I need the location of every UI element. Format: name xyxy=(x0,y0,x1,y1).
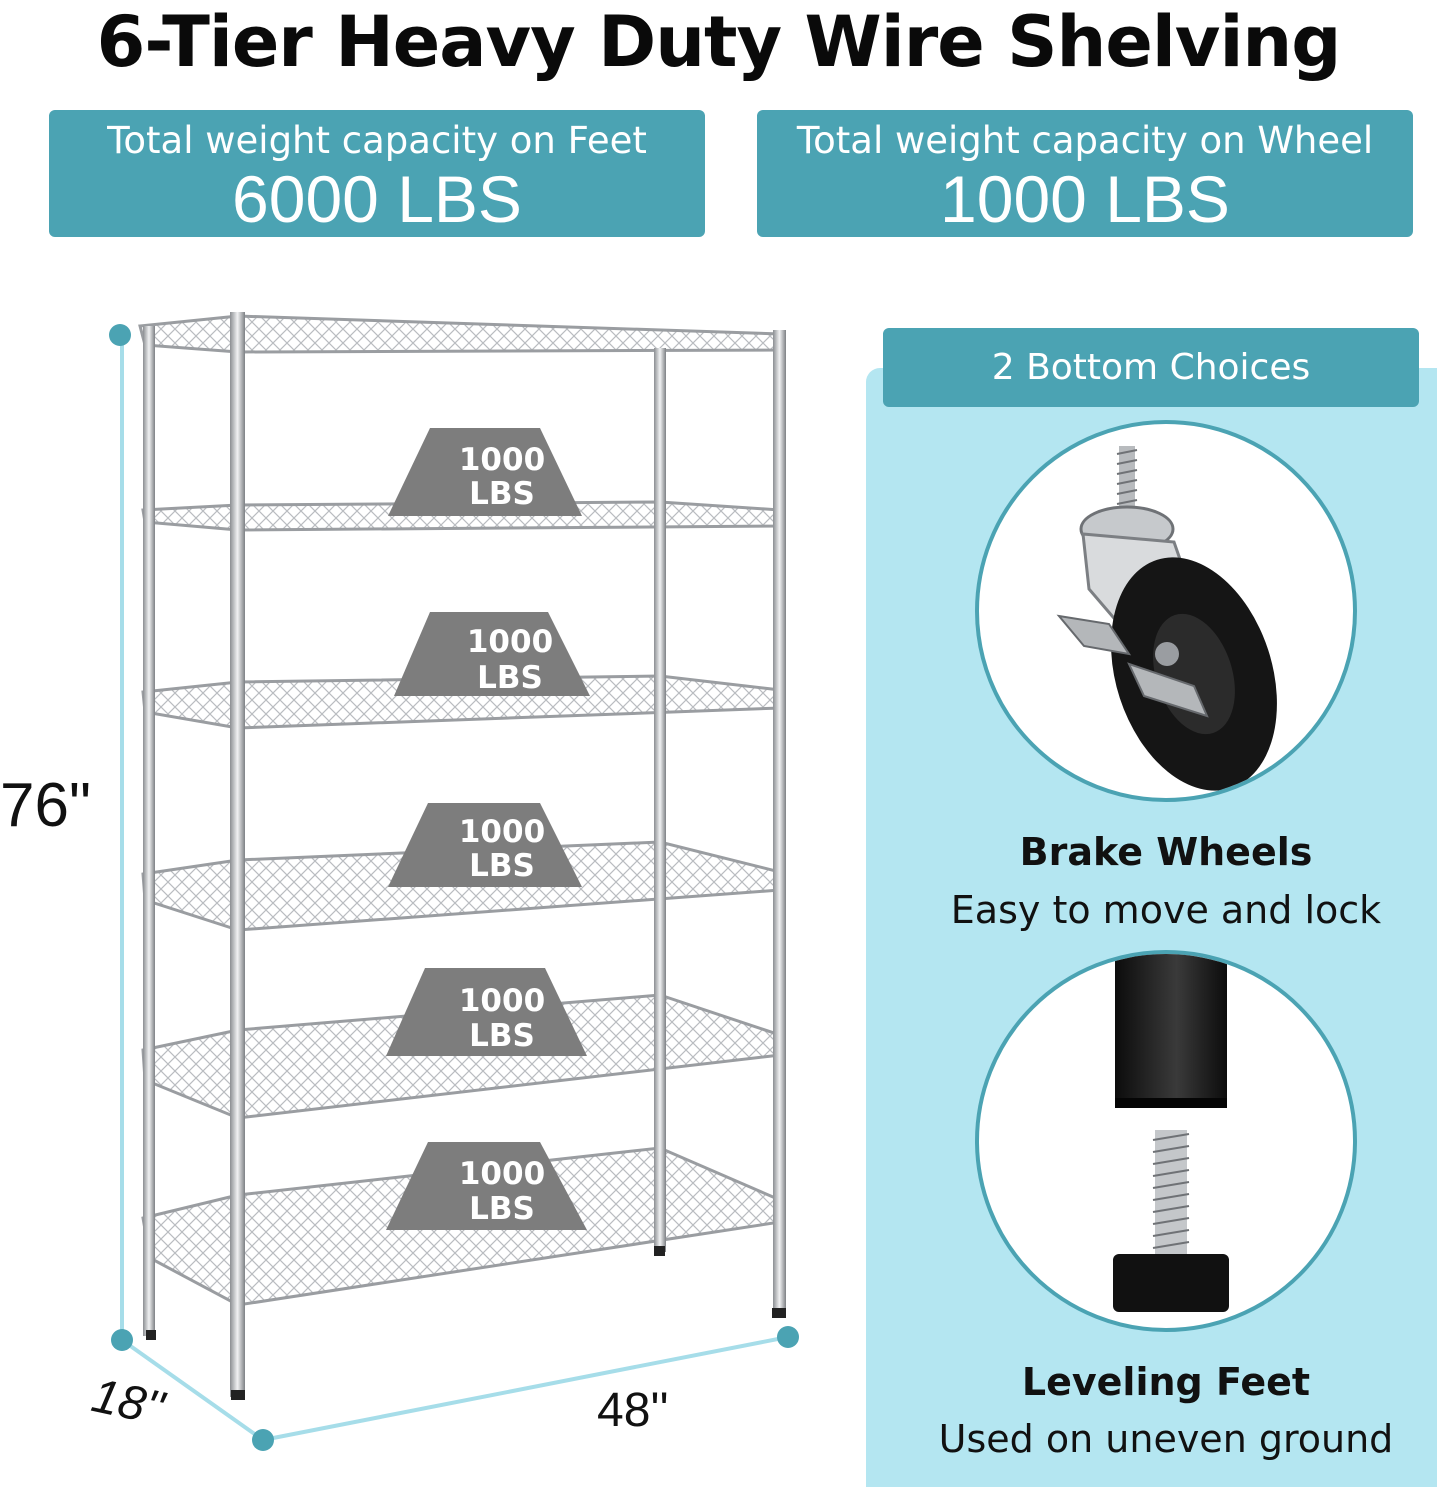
leveling-feet-desc: Used on uneven ground xyxy=(938,1417,1394,1461)
weight-block-5-num: 1000 xyxy=(459,1156,545,1192)
weight-blocks xyxy=(386,428,590,1230)
capacity-wheel-box: Total weight capacity on Wheel 1000 LBS xyxy=(757,110,1413,237)
capacity-wheel-value: 1000 LBS xyxy=(940,162,1230,236)
capacity-wheel-label: Total weight capacity on Wheel xyxy=(796,119,1374,162)
leveling-feet-title: Leveling Feet xyxy=(1021,1360,1311,1404)
capacity-feet-box: Total weight capacity on Feet 6000 LBS xyxy=(49,110,705,237)
weight-block-1-num: 1000 xyxy=(459,442,545,478)
leveling-foot-icon xyxy=(975,950,1357,1332)
brake-wheels-title: Brake Wheels xyxy=(1019,830,1313,874)
width-dimension: 48'' xyxy=(597,1384,669,1437)
page-title: 6-Tier Heavy Duty Wire Shelving xyxy=(96,1,1342,83)
capacity-feet-label: Total weight capacity on Feet xyxy=(107,119,647,162)
weight-block-5-unit: LBS xyxy=(469,1191,535,1227)
weight-block-4-unit: LBS xyxy=(469,1018,535,1054)
shelving-unit-illustration: 1000 LBS 1000 LBS 1000 LBS 1000 LBS 1000… xyxy=(109,312,799,1451)
brake-wheels-desc: Easy to move and lock xyxy=(950,888,1382,932)
weight-block-3-num: 1000 xyxy=(459,814,545,850)
weight-block-4-num: 1000 xyxy=(459,983,545,1019)
weight-block-1-unit: LBS xyxy=(469,476,535,512)
height-dimension: 76" xyxy=(0,771,91,840)
weight-block-3-unit: LBS xyxy=(469,848,535,884)
weight-labels: 1000 LBS 1000 LBS 1000 LBS 1000 LBS 1000… xyxy=(459,442,553,1227)
weight-block-2-num: 1000 xyxy=(467,624,553,660)
weight-block-2-unit: LBS xyxy=(477,660,543,696)
shelf-posts xyxy=(143,312,786,1400)
brake-wheel-icon xyxy=(975,420,1357,802)
dimension-lines xyxy=(109,324,799,1451)
capacity-feet-value: 6000 LBS xyxy=(232,162,522,236)
bottom-choices-badge: 2 Bottom Choices xyxy=(883,328,1419,407)
